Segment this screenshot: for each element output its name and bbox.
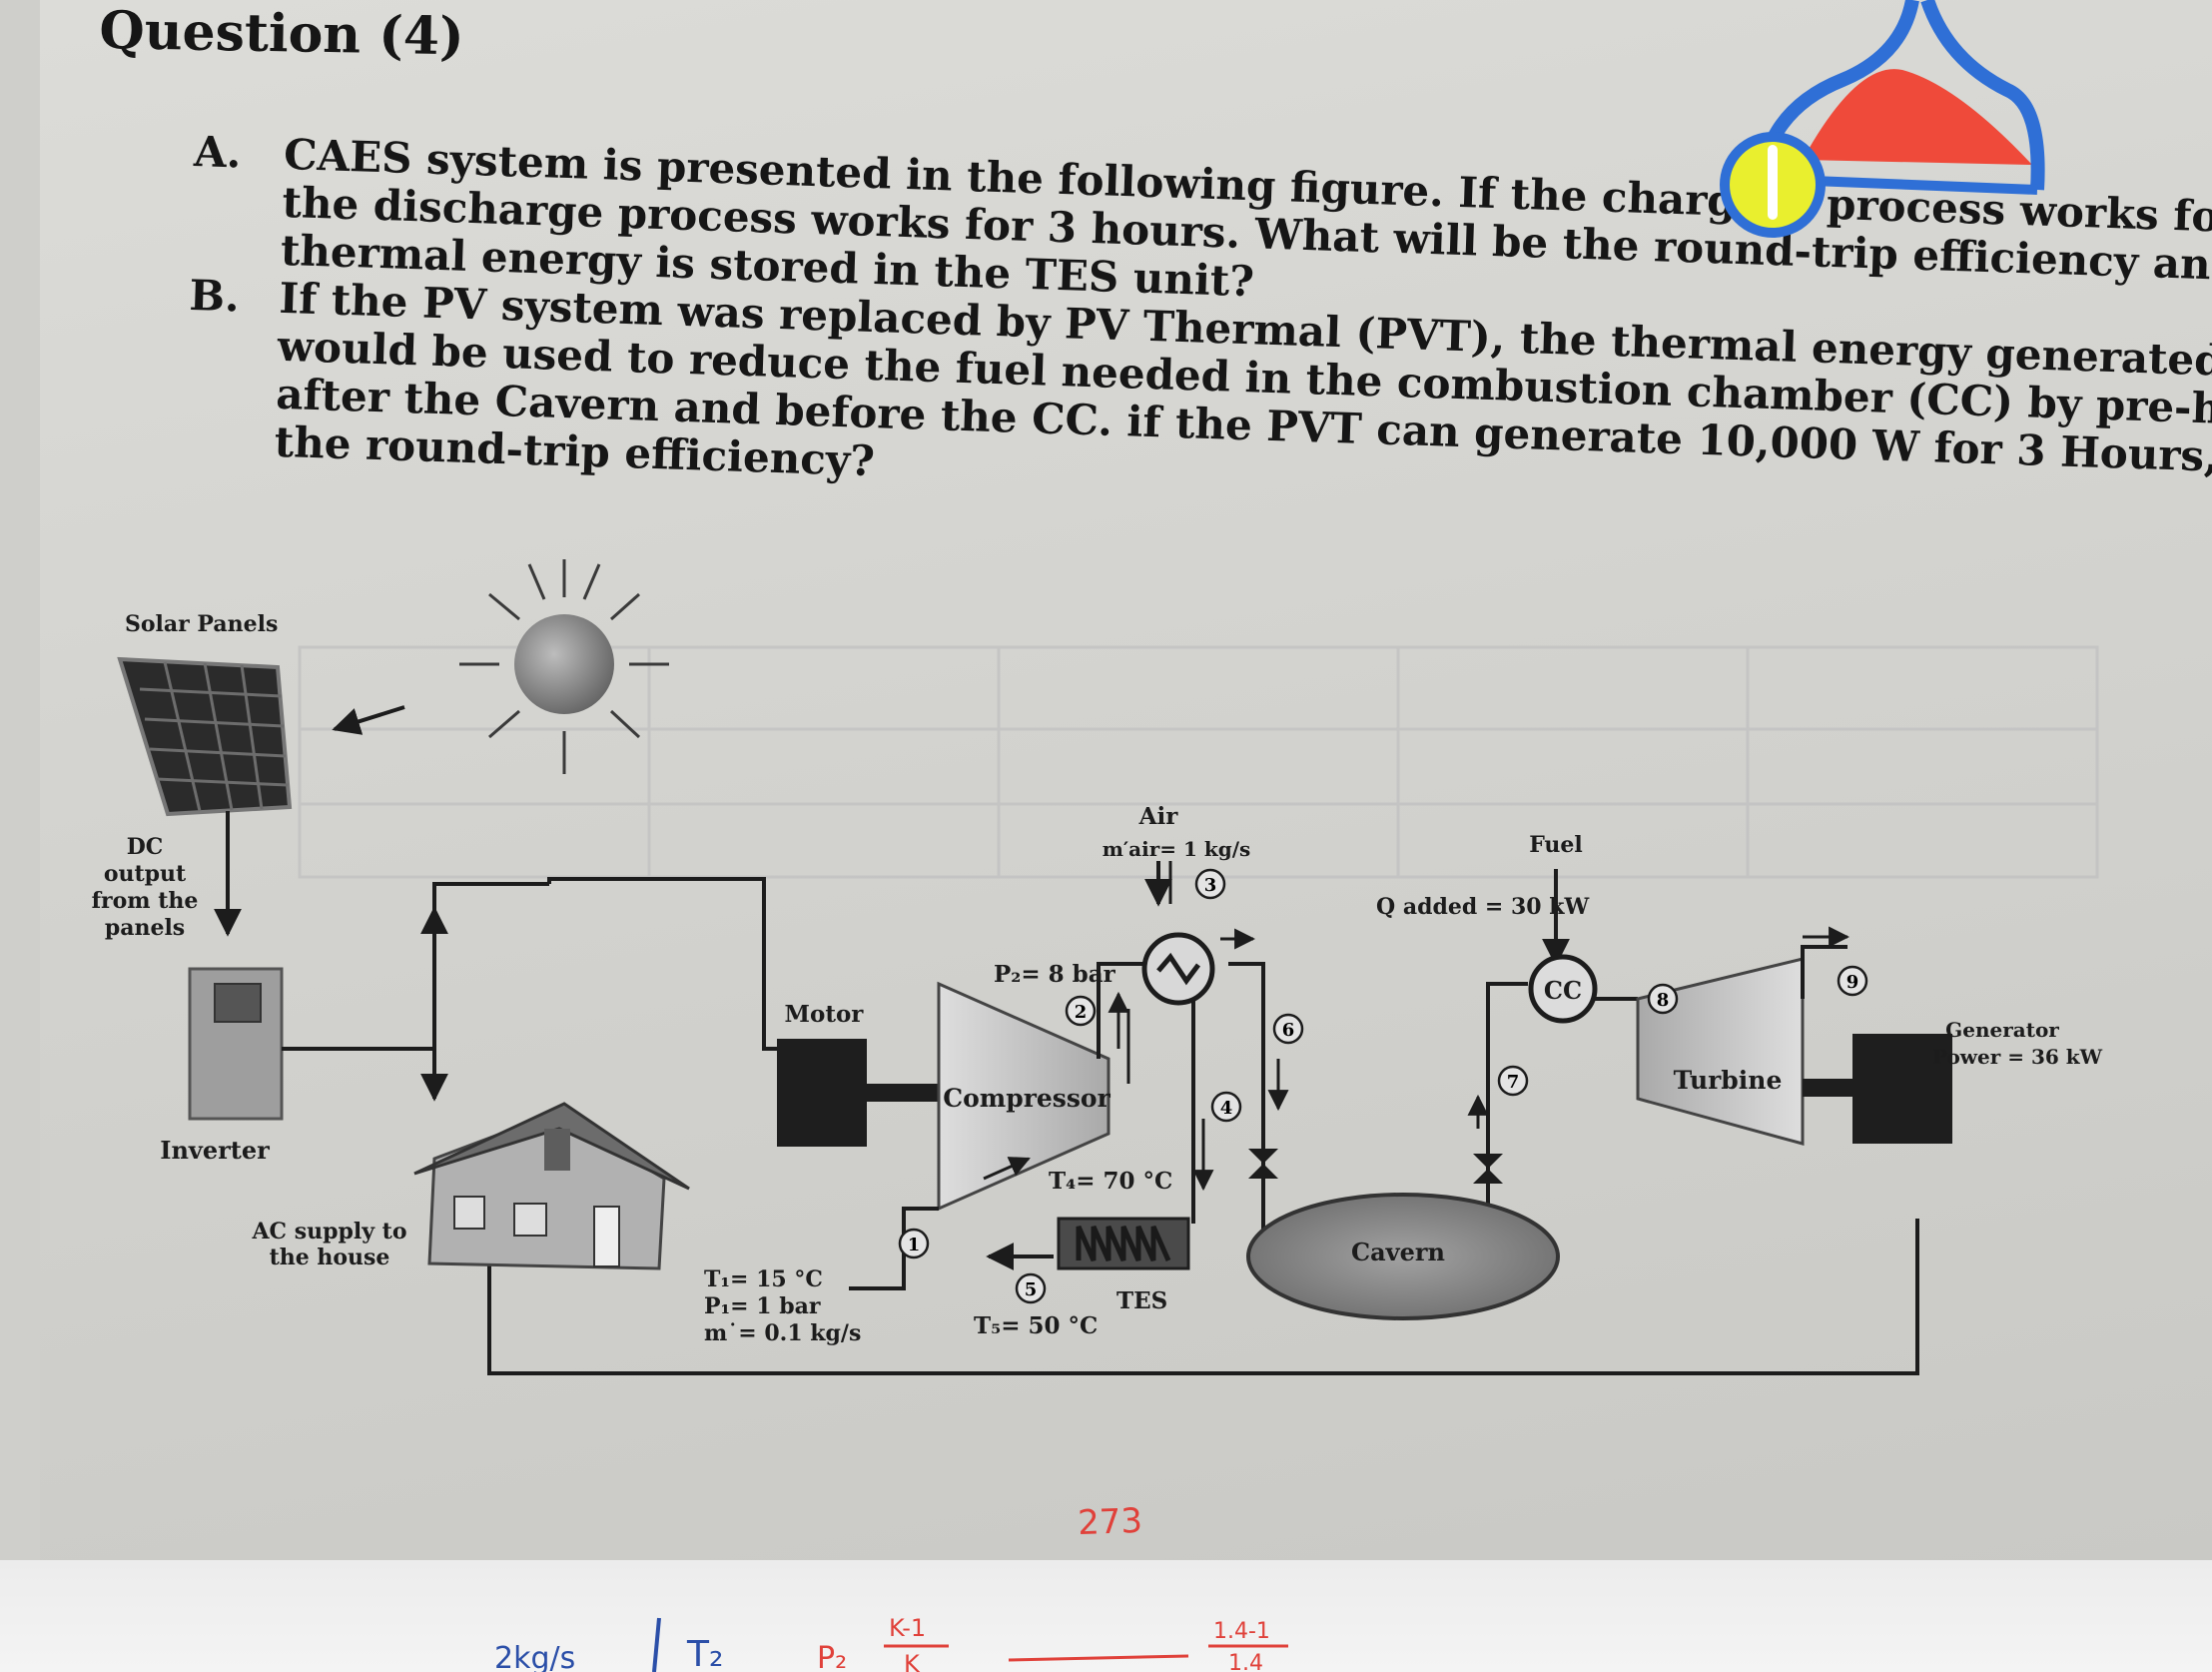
state-marker: 6 — [1272, 1013, 1304, 1045]
notes-strip — [0, 1560, 2212, 1672]
svg-text:3: 3 — [1204, 875, 1217, 896]
state-marker: 5 — [1015, 1272, 1047, 1304]
handwritten-divider — [652, 1617, 661, 1672]
handwritten-note: 1.4 — [1228, 1651, 1263, 1672]
compressor-label: Compressor — [943, 1084, 1110, 1113]
generator-icon — [1852, 1034, 1952, 1144]
handwritten-note: K — [904, 1650, 921, 1672]
q-added-label: Q added = 30 kW — [1376, 894, 1589, 920]
t4-label: T₄= 70 °C — [1049, 1168, 1172, 1195]
dc-output-label: DC output from the panels — [92, 834, 199, 941]
house-icon — [413, 1102, 690, 1270]
heat-exchanger-coil — [1156, 952, 1200, 986]
generator-line: Generator — [1945, 1018, 2059, 1042]
inlet-conditions: T₁= 15 °C P₁= 1 bar m˙= 0.1 kg/s — [704, 1266, 861, 1346]
dc-output-line: DC — [127, 834, 164, 860]
state-marker: 9 — [1837, 965, 1868, 997]
handwritten-note: 2kg/s — [494, 1641, 575, 1672]
cavern-label: Cavern — [1351, 1238, 1445, 1266]
air-mass-flow-label: m′air= 1 kg/s — [1103, 837, 1251, 861]
svg-text:6: 6 — [1282, 1020, 1295, 1041]
compressor-icon — [937, 981, 1110, 1212]
dc-output-line: panels — [105, 915, 185, 941]
valve-icon — [1248, 1149, 1278, 1179]
svg-text:1: 1 — [908, 1235, 921, 1255]
inlet-line: P₁= 1 bar — [704, 1293, 821, 1319]
turbine-icon — [1636, 957, 1805, 1146]
handwritten-page-number: 273 — [1077, 1501, 1142, 1543]
p2-label: P₂= 8 bar — [994, 961, 1116, 988]
svg-text:9: 9 — [1846, 972, 1859, 993]
svg-text:2: 2 — [1075, 1002, 1088, 1023]
compressor-flow-arrow — [983, 1157, 1031, 1181]
state-marker: 8 — [1647, 983, 1679, 1015]
state-marker: 4 — [1210, 1091, 1242, 1123]
generator-line: Power = 36 kW — [1932, 1045, 2103, 1069]
solar-panel-icon — [117, 656, 293, 817]
state-marker: 7 — [1497, 1065, 1529, 1097]
handwritten-stroke — [1008, 1654, 1189, 1662]
svg-text:4: 4 — [1220, 1098, 1233, 1119]
state-marker: 2 — [1065, 995, 1097, 1027]
dc-output-line: output — [104, 861, 187, 887]
svg-text:7: 7 — [1507, 1072, 1520, 1093]
dc-output-line: from the — [92, 888, 199, 914]
fuel-label: Fuel — [1529, 832, 1583, 858]
solar-panels-label: Solar Panels — [125, 611, 278, 637]
handwritten-note: K-1 — [889, 1614, 926, 1642]
tes-coil — [1076, 1225, 1171, 1262]
generator-label: Generator Power = 36 kW — [1932, 1018, 2103, 1069]
tes-label: TES — [1116, 1287, 1167, 1314]
motor-icon — [777, 1039, 867, 1147]
state-marker: 1 — [898, 1228, 930, 1259]
handwritten-red-notes: P₂ K-1 K 1.4-1 1.4 — [817, 1614, 1288, 1672]
handwritten-note: 1.4-1 — [1213, 1619, 1270, 1644]
ac-supply-label: AC supply to the house — [251, 1219, 406, 1270]
motor-label: Motor — [785, 1001, 865, 1028]
turbine-label: Turbine — [1674, 1066, 1783, 1095]
generator-shaft — [1803, 1079, 1852, 1097]
logo-icon — [1720, 0, 2045, 238]
inlet-line: T₁= 15 °C — [704, 1266, 823, 1292]
inverter-icon — [188, 967, 284, 1121]
svg-text:5: 5 — [1025, 1279, 1038, 1300]
sun-icon — [459, 559, 669, 774]
handwritten-notes: 2kg/s T₂ — [494, 1617, 723, 1672]
state-markers: 1 2 3 4 5 6 7 8 9 — [898, 868, 1868, 1304]
t5-label: T₅= 50 °C — [974, 1312, 1098, 1339]
handwritten-note: T₂ — [686, 1634, 723, 1672]
combustion-chamber-icon — [1528, 954, 1598, 1024]
state-marker: 3 — [1194, 868, 1226, 900]
ac-supply-line: AC supply to — [251, 1219, 406, 1245]
inlet-line: m˙= 0.1 kg/s — [704, 1320, 861, 1346]
svg-text:8: 8 — [1657, 990, 1670, 1011]
inverter-label: Inverter — [160, 1136, 270, 1165]
cc-label: CC — [1544, 976, 1582, 1005]
worksheet-paper — [40, 0, 2212, 1560]
valve-icon — [1473, 1154, 1503, 1184]
sunlight-arrow — [332, 705, 405, 735]
air-label: Air — [1138, 803, 1179, 830]
motor-shaft — [867, 1084, 939, 1102]
cavern-icon — [1246, 1193, 1560, 1320]
handwritten-note: P₂ — [817, 1641, 847, 1672]
ac-supply-line: the house — [270, 1245, 390, 1270]
